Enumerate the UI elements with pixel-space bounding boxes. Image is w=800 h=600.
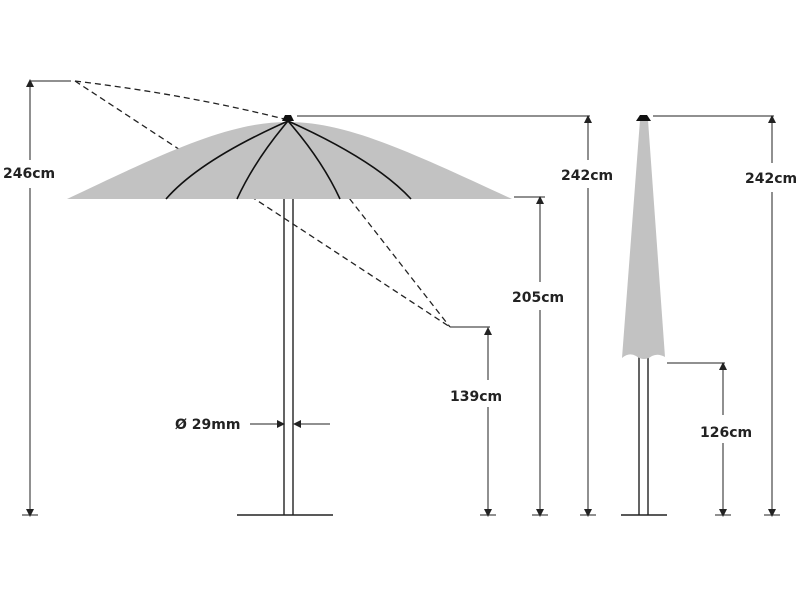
dimension-205: 205cm [512, 196, 564, 517]
closed-canopy [622, 120, 665, 359]
dimension-pole-diameter: Ø 29mm [175, 417, 330, 433]
dimension-139: 139cm [450, 326, 502, 517]
label-139cm: 139cm [450, 389, 502, 405]
label-205cm: 205cm [512, 290, 564, 306]
dimension-246: 246cm [3, 79, 71, 517]
label-246cm: 246cm [3, 166, 55, 182]
dimension-242-open: 242cm [297, 115, 613, 517]
dimension-242-closed: 242cm [653, 115, 797, 517]
canopy [67, 122, 512, 199]
label-242cm-closed: 242cm [745, 171, 797, 187]
label-242cm-open: 242cm [561, 168, 613, 184]
closed-umbrella [621, 115, 667, 516]
closed-finial [636, 115, 651, 121]
dimension-126: 126cm [667, 362, 752, 517]
tilt-lines [74, 80, 451, 328]
label-pole-diameter: Ø 29mm [175, 417, 240, 433]
open-umbrella [67, 115, 512, 516]
finial [282, 115, 294, 121]
label-126cm: 126cm [700, 425, 752, 441]
